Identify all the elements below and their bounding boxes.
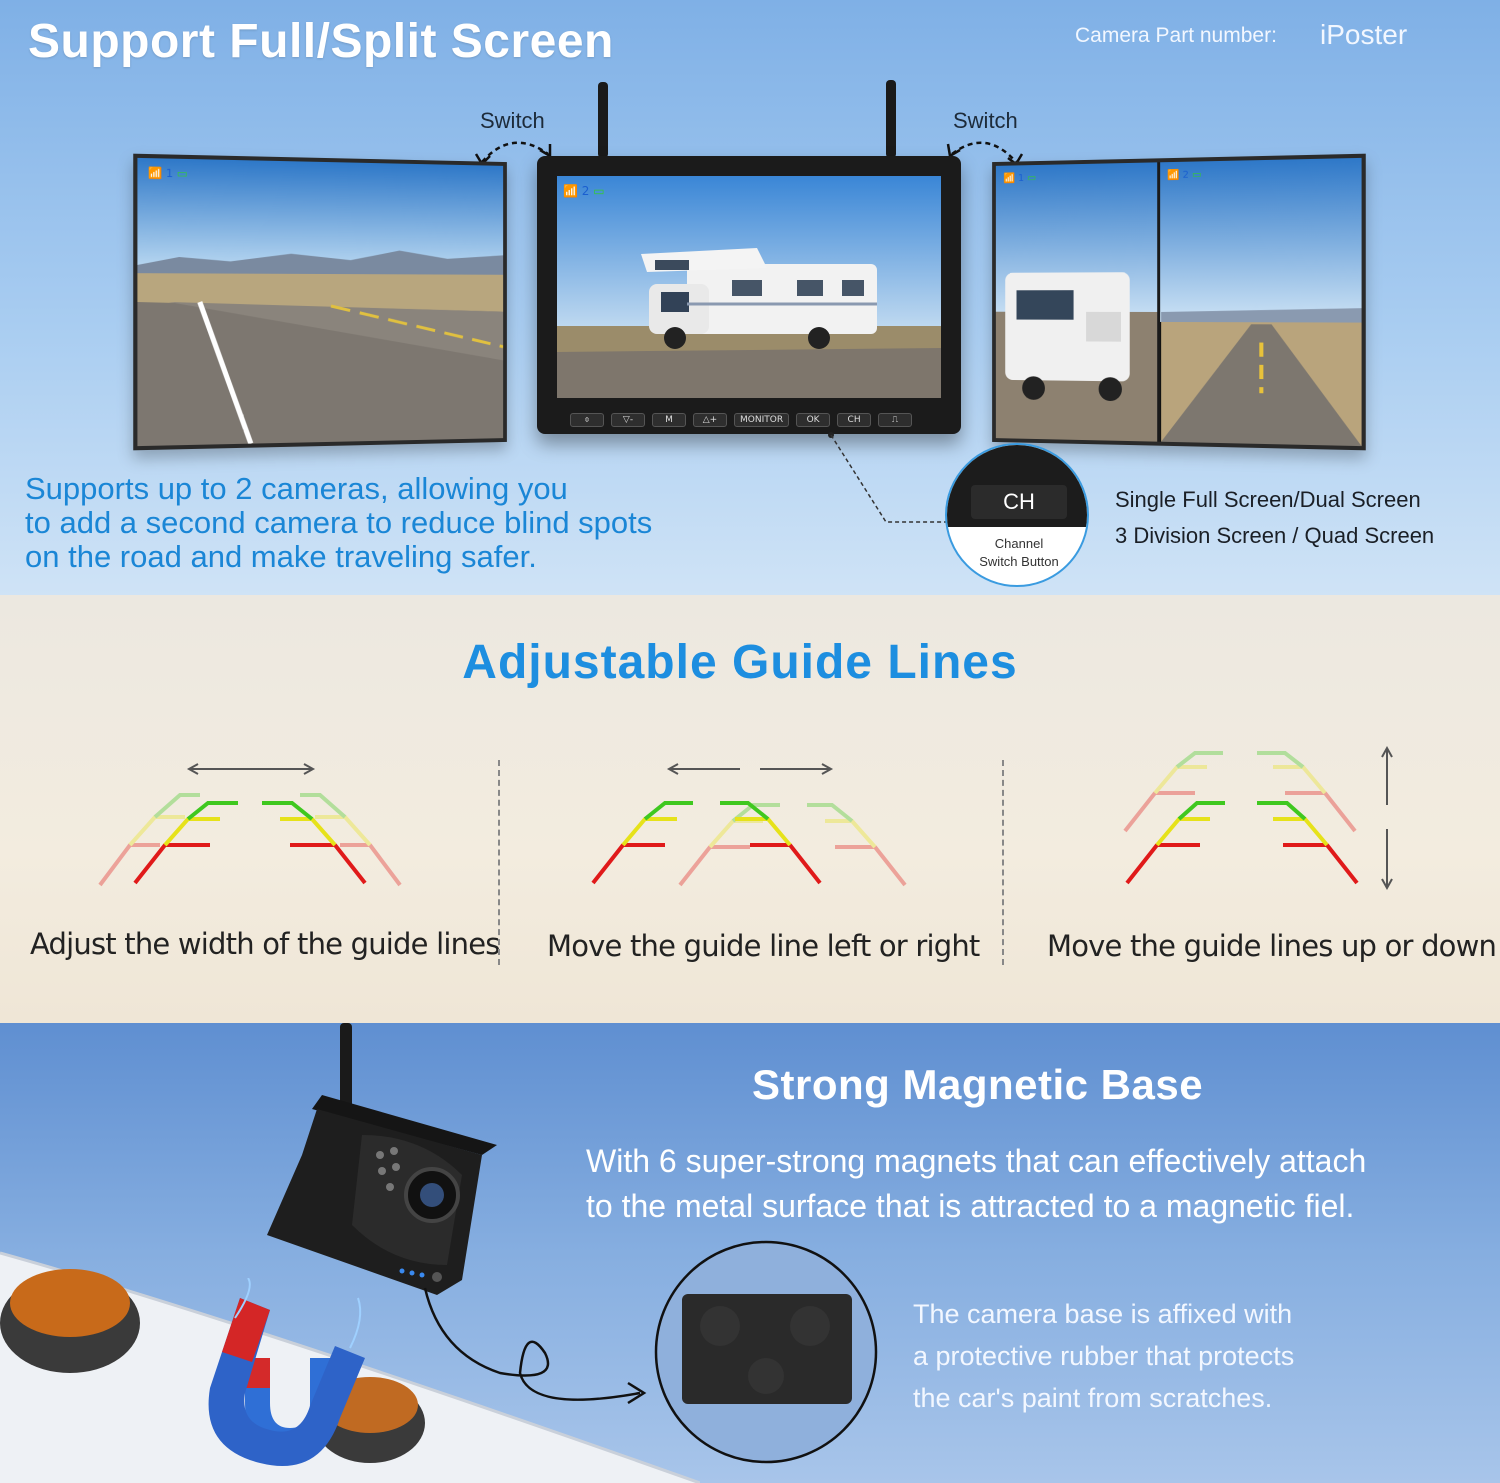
rubber-pad-callout — [654, 1240, 878, 1464]
screen-status-right-b: 📶 2 ▭ — [1167, 169, 1202, 182]
monitor-down-button[interactable]: ▽- — [611, 413, 645, 427]
description-line: on the road and make traveling safer. — [25, 539, 537, 574]
guide-caption-width: Adjust the width of the guide lines — [30, 927, 500, 961]
divider — [1002, 760, 1004, 965]
camera-antenna — [340, 1023, 352, 1113]
description-line: to add a second camera to reduce blind s… — [25, 505, 653, 540]
monitor: 📶 2 ▭ ⌽ ▽- M △+ MONITOR OK CH ⎍ — [537, 156, 961, 434]
split-screen-view: 📶 1 ▭ 📶 2 ▭ — [992, 153, 1366, 451]
monitor-screen: 📶 2 ▭ — [557, 176, 941, 398]
battery-icon: ▭ — [176, 166, 188, 181]
battery-icon: ▭ — [593, 184, 605, 198]
monitor-record-button[interactable]: ⎍ — [878, 413, 913, 427]
signal-icon: 📶 — [1167, 169, 1180, 182]
monitor-ok-button[interactable]: OK — [796, 413, 831, 427]
monitor-ch-button[interactable]: CH — [837, 413, 872, 427]
magnetic-base-section: Strong Magnetic Base With 6 super-strong… — [0, 1023, 1500, 1483]
rubber-description: The camera base is affixed with a protec… — [913, 1293, 1294, 1419]
monitor-menu-button[interactable]: M — [652, 413, 686, 427]
description-line: Supports up to 2 cameras, allowing you — [25, 471, 568, 506]
magnetic-description: With 6 super-strong magnets that can eff… — [586, 1139, 1366, 1229]
guide-lines-title: Adjustable Guide Lines — [462, 636, 1018, 689]
ch-caption-line2: Switch Button — [979, 554, 1059, 569]
curved-arrow-icon — [423, 1287, 647, 1405]
screen-status-center: 📶 2 ▭ — [563, 184, 605, 198]
switch-label-right: Switch — [953, 108, 1018, 133]
monitor-power-button[interactable]: ⌽ — [570, 413, 604, 427]
guide-width-diagram — [98, 763, 402, 887]
ch-button-callout: CH Channel Switch Button — [945, 443, 1089, 587]
signal-icon: 📶 — [563, 184, 578, 198]
screen-mode-line: Single Full Screen/Dual Screen — [1115, 487, 1421, 512]
battery-icon: ▭ — [1027, 172, 1037, 184]
monitor-monitor-button[interactable]: MONITOR — [734, 413, 790, 427]
guide-vertical-diagram — [1123, 745, 1393, 891]
description-line: to the metal surface that is attracted t… — [586, 1188, 1355, 1224]
ch-callout-connector — [828, 432, 948, 523]
battery-icon: ▭ — [1192, 169, 1202, 181]
description-line: the car's paint from scratches. — [913, 1383, 1273, 1413]
ch-key: CH — [971, 485, 1067, 519]
monitor-antenna-left — [598, 82, 608, 158]
guide-caption-shift: Move the guide line left or right — [547, 929, 980, 963]
description-line: The camera base is affixed with — [913, 1299, 1293, 1329]
signal-icon: 📶 — [1003, 173, 1016, 185]
magnetic-base-title: Strong Magnetic Base — [752, 1061, 1204, 1108]
screen-mode-line: 3 Division Screen / Quad Screen — [1115, 523, 1435, 548]
screen-status-left: 📶 1 ▭ — [147, 166, 188, 181]
split-screen-section: Support Full/Split Screen Camera Part nu… — [0, 0, 1500, 595]
divider — [498, 760, 500, 965]
guide-lines-section: Adjustable Guide Lines Adjust the width … — [0, 595, 1500, 1023]
guide-caption-vertical: Move the guide lines up or down — [1047, 929, 1497, 963]
split-screen-title: Support Full/Split Screen — [28, 15, 614, 68]
ch-caption-line1: Channel — [994, 536, 1044, 551]
part-number-value: iPoster — [1320, 19, 1408, 50]
description-line: With 6 super-strong magnets that can eff… — [586, 1143, 1367, 1179]
camera-support-description: Supports up to 2 cameras, allowing you t… — [25, 472, 652, 574]
description-line: a protective rubber that protects — [913, 1341, 1295, 1371]
guide-shift-diagram — [591, 763, 907, 887]
monitor-up-button[interactable]: △+ — [693, 413, 727, 427]
screen-modes: Single Full Screen/Dual Screen 3 Divisio… — [1115, 482, 1434, 554]
camera-illustration — [267, 1095, 497, 1295]
switch-label-left: Switch — [480, 108, 545, 133]
screen-status-right-a: 📶 1 ▭ — [1003, 172, 1037, 185]
full-screen-road-view: 📶 1 ▭ — [133, 153, 507, 451]
monitor-button-row: ⌽ ▽- M △+ MONITOR OK CH ⎍ — [570, 413, 913, 427]
magnet-icon — [208, 1278, 365, 1466]
monitor-antenna-right — [886, 80, 896, 158]
part-number-label: Camera Part number: — [1075, 24, 1277, 47]
signal-icon: 📶 — [147, 166, 163, 180]
